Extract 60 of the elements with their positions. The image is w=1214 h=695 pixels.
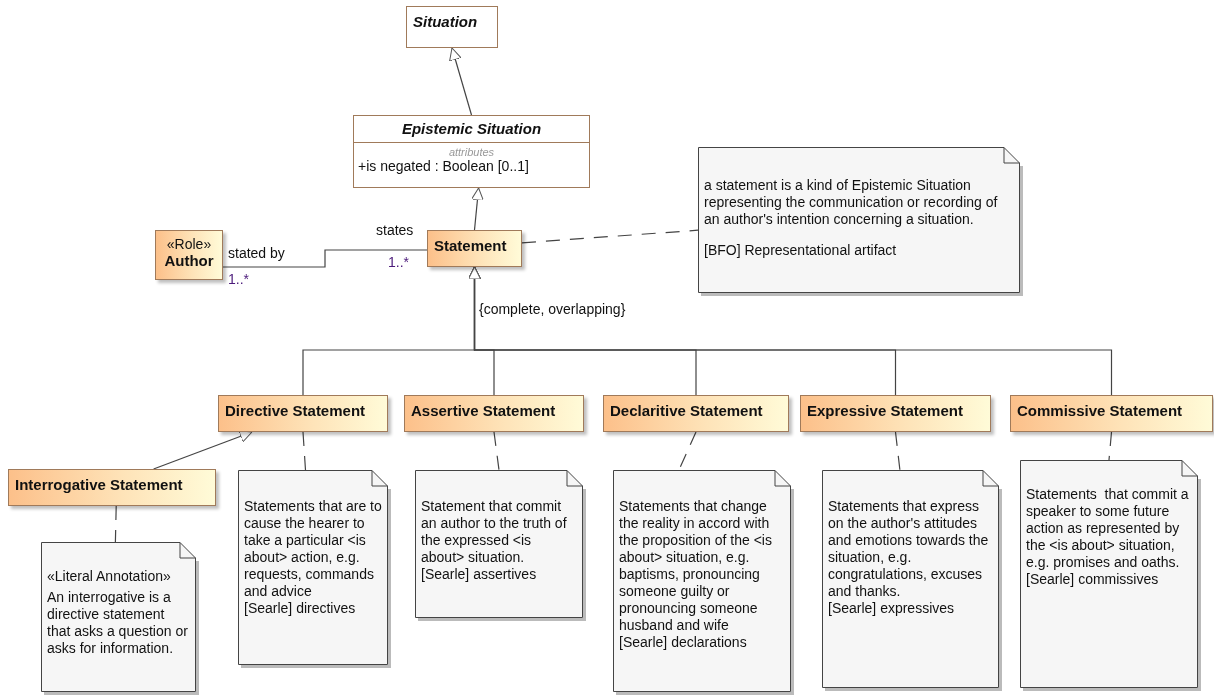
class-box [8,469,216,506]
class-name: Statement [433,236,508,256]
dashed-line [302,431,307,471]
note-text: [Searle] declarations [618,634,748,651]
multiplicity: 1..* [228,271,249,287]
note-box [613,470,791,692]
dashed-line [521,229,699,244]
note-box [415,470,583,618]
generalization-arrow [153,430,253,470]
note-text: [Searle] expressives [827,600,956,617]
generalization-arrow [449,47,473,116]
note-box [822,470,999,688]
class-box [603,395,789,432]
generalization-arrow [468,266,1113,396]
note-text: [Searle] commissives [1025,571,1160,588]
class-name: Commissive Statement [1016,401,1184,421]
class-box [404,395,584,432]
dashed-line [114,505,117,543]
note-box [1020,460,1198,688]
stereotype: «Role» [165,235,213,252]
dashed-line [894,431,901,471]
class-name: Situation [412,12,479,32]
class-name: Epistemic Situation [354,116,589,143]
class-box [155,230,223,280]
generalization-arrow [470,187,484,231]
note-text: Statements that express on the author's attitudes and emotions towards the situation, e.g. congratulations, excuses and thanks. [827,498,990,600]
role-name: stated by [228,245,285,261]
note-text: Statements that commit a speaker to some future action as represented by the <is about> situation, e.g. promises and oaths. [1025,486,1190,571]
association-line [222,249,428,268]
class-name: Expressive Statement [806,401,964,421]
class-box [406,6,498,48]
note-box [41,542,196,692]
note-text: Statements that are to cause the hearer to take a particular <is about> action, e.g. requests, commands and advice [243,498,383,600]
note-text: [BFO] Representational artifact [703,242,898,259]
class-box [800,395,991,432]
class-name: Directive Statement [224,401,367,421]
stereotype: «Literal Annotation» [46,568,172,585]
note-text: a statement is a kind of Epistemic Situation representing the communication or recording of an author's intention concerning a situation. [703,177,999,228]
dashed-line [1108,431,1113,461]
class-attribute: +is negated : Boolean [0..1] [357,158,530,174]
dashed-line [493,431,500,471]
compartment-label: attributes [447,145,496,158]
class-attribute: Author [163,252,215,269]
class-name: Interrogative Statement [14,475,184,495]
note-box [698,147,1020,293]
class-box [427,230,522,267]
note-text: Statement that commit an author to the truth of the expressed <is about> situation. [420,498,568,566]
constraint-label: {complete, overlapping} [479,301,626,317]
role-name: states [376,222,414,238]
class-box [1010,395,1213,432]
note-text: [Searle] directives [243,600,357,617]
class-box [218,395,388,432]
note-box [238,470,388,665]
note-text: An interrogative is a directive statement that asks a question or asks for information. [46,589,189,657]
class-name: Assertive Statement [410,401,557,421]
note-text: [Searle] assertives [420,566,538,583]
class-box [353,115,590,188]
note-text: Statements that change the reality in accord with the proposition of the <is about> situation, e.g. baptisms, pronouncing someone guilty or pronouncing someone husband and wife [618,498,773,634]
multiplicity: 1..* [388,254,409,270]
class-name: Declaritive Statement [609,401,764,421]
